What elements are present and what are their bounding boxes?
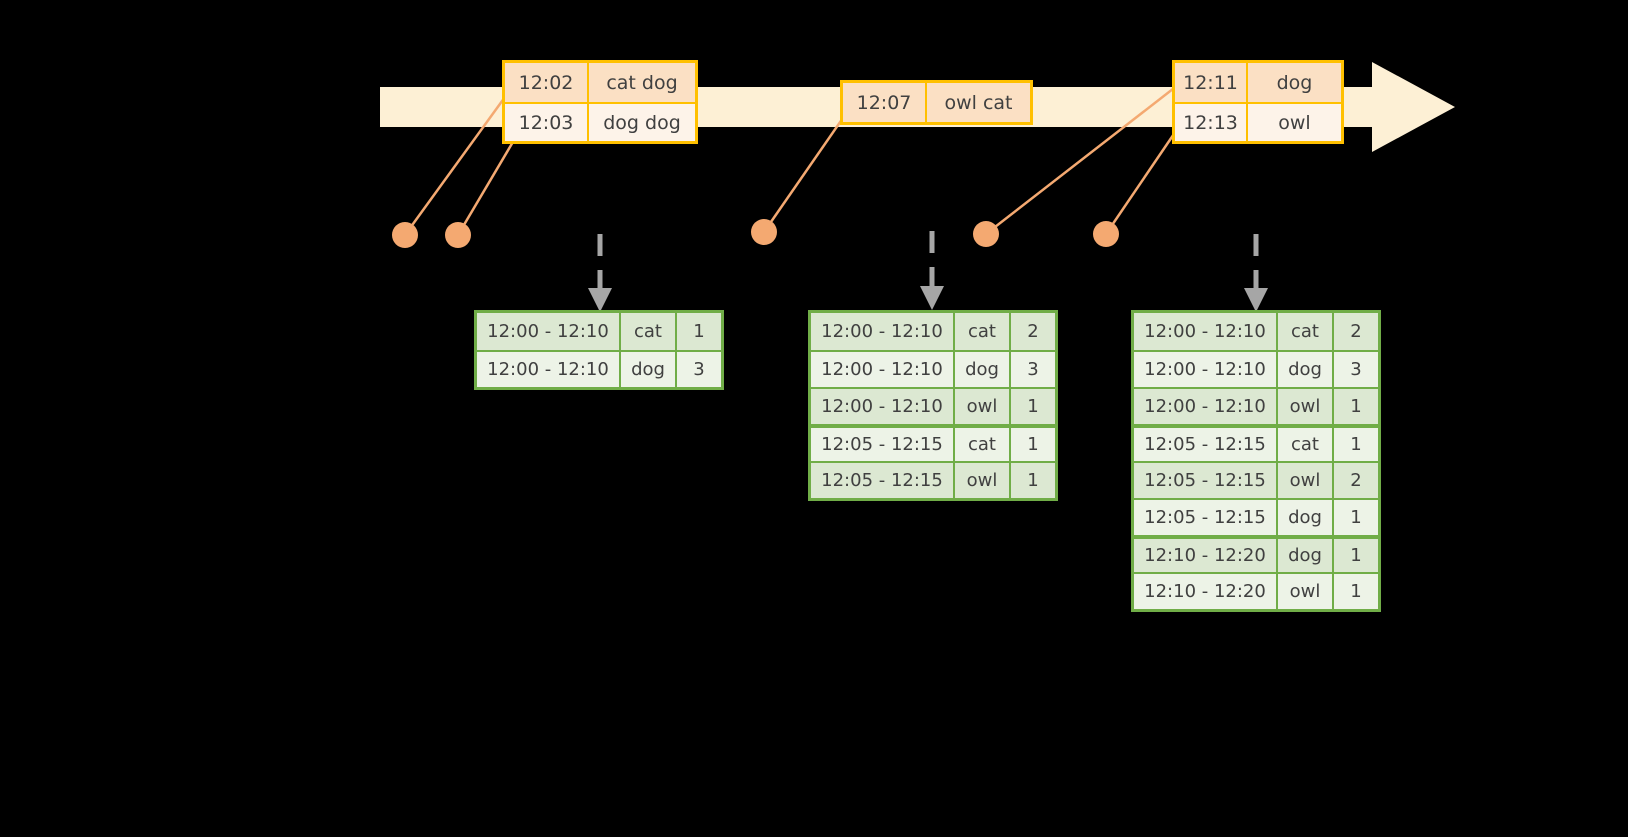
count-cell: 3: [1027, 359, 1039, 380]
window-cell: 12:00 - 12:10: [1134, 313, 1278, 350]
event-time: 12:11: [1175, 63, 1248, 102]
window-cell: 12:00 - 12:10: [811, 313, 955, 350]
table-row: 12:05 - 12:15 owl 1: [811, 461, 1055, 498]
table-row: 12:00 - 12:10 dog 3: [1134, 350, 1378, 387]
table-row: 12:00 - 12:10 owl 1: [1134, 387, 1378, 424]
window-cell: 12:00 - 12:10: [811, 389, 955, 424]
event-value: owl: [1278, 111, 1311, 134]
event-time: 12:03: [505, 104, 589, 141]
table-row: 12:10 - 12:20 owl 1: [1134, 572, 1378, 609]
table-row: 12:05 - 12:15 owl 2: [1134, 461, 1378, 498]
count-cell: 3: [1350, 359, 1362, 380]
window-cell: 12:00 - 12:10: [1134, 389, 1278, 424]
table-row: 12:00 - 12:10 cat 1: [477, 313, 721, 350]
window-cell: 12:10 - 12:20: [1134, 539, 1278, 572]
event-dots: [392, 219, 1119, 248]
count-cell: 1: [1350, 581, 1362, 602]
emit-arrow-3: [1244, 234, 1268, 312]
event-dot-4: [973, 221, 999, 247]
event-dot-2: [445, 222, 471, 248]
window-cell: 12:05 - 12:15: [811, 428, 955, 461]
emit-arrows: [588, 231, 1268, 312]
event-time: 12:13: [1175, 104, 1248, 141]
count-cell: 2: [1350, 321, 1362, 342]
count-cell: 1: [1350, 507, 1362, 528]
table-row: 12:00 - 12:10 dog 3: [477, 350, 721, 387]
count-cell: 1: [693, 321, 705, 342]
count-cell: 1: [1350, 545, 1362, 566]
emit-arrow-2: [920, 231, 944, 310]
count-cell: 1: [1027, 470, 1039, 491]
table-row: 12:00 - 12:10 cat 2: [1134, 313, 1378, 350]
key-cell: dog: [1278, 539, 1334, 572]
key-cell: dog: [1278, 352, 1334, 387]
table-row: 12:05 - 12:15 cat 1: [811, 424, 1055, 461]
event-value: dog: [1276, 71, 1313, 94]
event-time: 12:02: [505, 63, 589, 102]
window-cell: 12:10 - 12:20: [1134, 574, 1278, 609]
key-cell: dog: [621, 352, 677, 387]
event-box-1[interactable]: 12:02 cat dog 12:03 dog dog: [502, 60, 698, 144]
event-row: 12:07 owl cat: [843, 83, 1030, 122]
table-row: 12:00 - 12:10 owl 1: [811, 387, 1055, 424]
window-cell: 12:05 - 12:15: [811, 463, 955, 498]
table-row: 12:00 - 12:10 dog 3: [811, 350, 1055, 387]
event-value: owl cat: [944, 91, 1013, 114]
window-cell: 12:05 - 12:15: [1134, 463, 1278, 498]
window-cell: 12:05 - 12:15: [1134, 500, 1278, 535]
window-cell: 12:00 - 12:10: [1134, 352, 1278, 387]
count-cell: 1: [1350, 396, 1362, 417]
count-cell: 2: [1350, 470, 1362, 491]
key-cell: dog: [955, 352, 1011, 387]
count-cell: 1: [1027, 396, 1039, 417]
event-row: 12:02 cat dog: [505, 63, 695, 102]
key-cell: cat: [1278, 313, 1334, 350]
result-table-1[interactable]: 12:00 - 12:10 cat 1 12:00 - 12:10 dog 3: [474, 310, 724, 390]
key-cell: owl: [1278, 389, 1334, 424]
event-value: dog dog: [603, 111, 681, 134]
event-box-3[interactable]: 12:11 dog 12:13 owl: [1172, 60, 1344, 144]
event-row: 12:03 dog dog: [505, 102, 695, 141]
window-cell: 12:00 - 12:10: [477, 313, 621, 350]
table-row: 12:05 - 12:15 cat 1: [1134, 424, 1378, 461]
key-cell: owl: [955, 463, 1011, 498]
count-cell: 1: [1350, 434, 1362, 455]
table-row: 12:05 - 12:15 dog 1: [1134, 498, 1378, 535]
count-cell: 2: [1027, 321, 1039, 342]
event-value: cat dog: [606, 71, 678, 94]
event-time: 12:07: [843, 83, 927, 122]
table-row: 12:10 - 12:20 dog 1: [1134, 535, 1378, 572]
result-table-2[interactable]: 12:00 - 12:10 cat 2 12:00 - 12:10 dog 3 …: [808, 310, 1058, 501]
key-cell: dog: [1278, 500, 1334, 535]
event-row: 12:13 owl: [1175, 102, 1341, 141]
key-cell: owl: [1278, 574, 1334, 609]
event-dot-1: [392, 222, 418, 248]
count-cell: 1: [1027, 434, 1039, 455]
key-cell: owl: [1278, 463, 1334, 498]
key-cell: cat: [621, 313, 677, 350]
event-dot-3: [751, 219, 777, 245]
key-cell: cat: [1278, 428, 1334, 461]
window-cell: 12:05 - 12:15: [1134, 428, 1278, 461]
emit-arrow-1: [588, 234, 612, 312]
event-box-2[interactable]: 12:07 owl cat: [840, 80, 1033, 125]
table-row: 12:00 - 12:10 cat 2: [811, 313, 1055, 350]
event-row: 12:11 dog: [1175, 63, 1341, 102]
window-cell: 12:00 - 12:10: [811, 352, 955, 387]
event-dot-5: [1093, 221, 1119, 247]
key-cell: cat: [955, 313, 1011, 350]
window-cell: 12:00 - 12:10: [477, 352, 621, 387]
key-cell: owl: [955, 389, 1011, 424]
count-cell: 3: [693, 359, 705, 380]
result-table-3[interactable]: 12:00 - 12:10 cat 2 12:00 - 12:10 dog 3 …: [1131, 310, 1381, 612]
key-cell: cat: [955, 428, 1011, 461]
